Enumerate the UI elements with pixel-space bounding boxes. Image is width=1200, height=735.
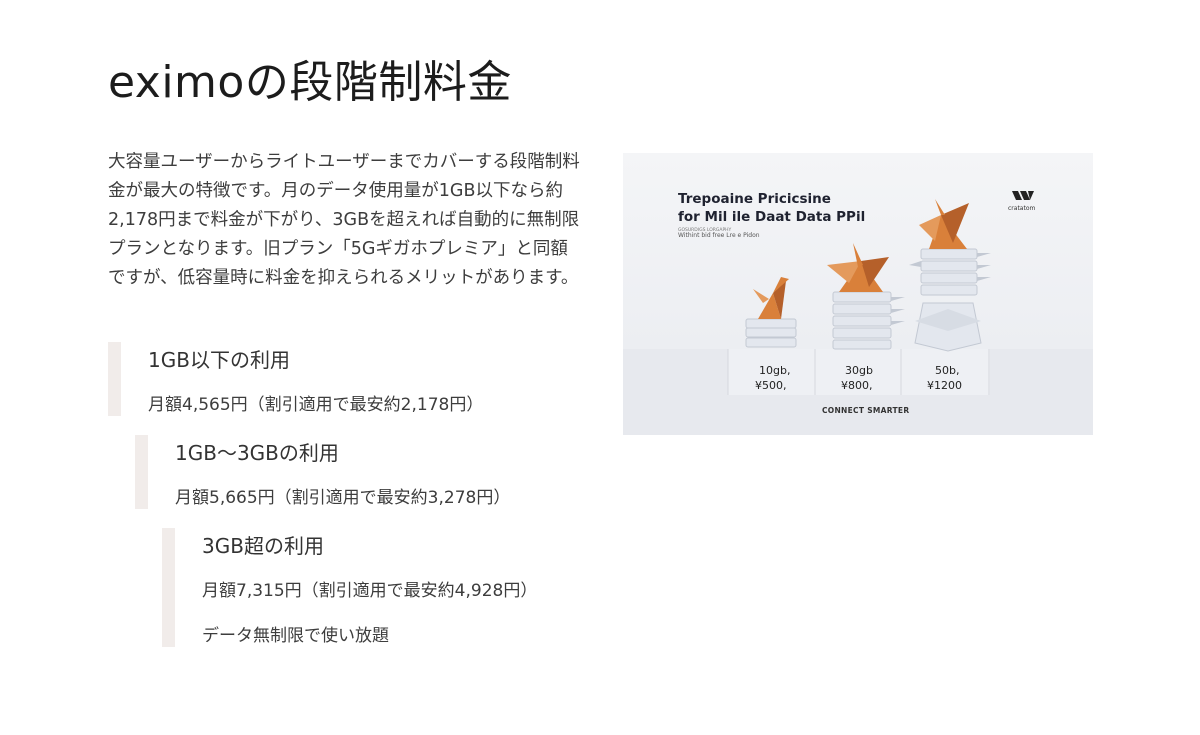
promo-tier-price: ¥800, [841,379,873,392]
origami-crane-small [753,277,789,319]
promo-title-line: Trepoaine Pricicsine [678,191,831,207]
plan-note: データ無制限で使い放題 [202,626,389,646]
block-stack-large [909,248,991,352]
plan-heading: 1GB以下の利用 [148,348,290,372]
plan-heading: 1GB〜3GBの利用 [175,441,339,465]
origami-crane-medium [827,243,889,292]
block-stack-small [745,318,797,348]
promo-fine-print: GOSURDIGS LORGAPHY [678,228,732,233]
promo-tier-price: ¥1200 [927,379,962,392]
plan-price: 月額4,565円（割引適用で最安約2,178円） [148,395,484,415]
promo-tier-label: 50b, [935,364,960,377]
promo-tier-label: 30gb [845,364,873,377]
brand-logo-icon [1012,191,1034,200]
promo-title: Trepoaine Pricicsine for Mil ile Daat Da… [678,190,865,226]
brand-name: cratatom [1008,205,1036,212]
plan-price: 月額7,315円（割引適用で最安約4,928円） [202,581,538,601]
origami-crane-large [919,199,969,249]
tier-accent-bar [162,528,175,647]
promo-subtitle: Withint bid free Lre e Pidon [678,232,760,239]
plan-price: 月額5,665円（割引適用で最安約3,278円） [175,488,511,508]
page-title: eximoの段階制料金 [108,57,512,108]
tier-accent-bar [108,342,121,416]
block-stack-medium [832,291,905,350]
tier-accent-bar [135,435,148,509]
plan-heading: 3GB超の利用 [202,534,324,558]
plan-tier-3: 3GB超の利用 月額7,315円（割引適用で最安約4,928円） データ無制限で… [162,528,582,647]
promo-image: Trepoaine Pricicsine for Mil ile Daat Da… [623,153,1093,435]
promo-tier-label: 10gb, [759,364,791,377]
intro-paragraph: 大容量ユーザーからライトユーザーまでカバーする段階制料金が最大の特徴です。月のデ… [108,152,580,288]
promo-footer: CONNECT SMARTER [822,406,910,415]
plan-tier-1: 1GB以下の利用 月額4,565円（割引適用で最安約2,178円） [108,342,568,416]
promo-illustration [623,191,1093,435]
promo-title-line: for Mil ile Daat Data PPil [678,209,866,225]
plan-tier-2: 1GB〜3GBの利用 月額5,665円（割引適用で最安約3,278円） [135,435,575,509]
promo-tier-price: ¥500, [755,379,787,392]
